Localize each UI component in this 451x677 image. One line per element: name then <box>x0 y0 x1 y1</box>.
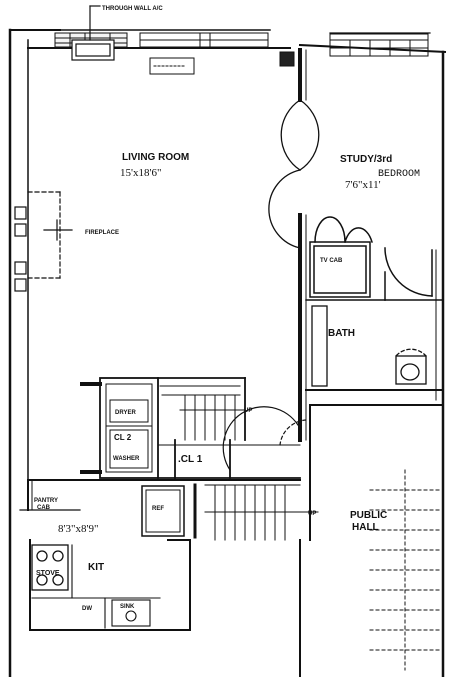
labels: THROUGH WALL A/C LIVING ROOM 15'x18'6" S… <box>34 6 420 612</box>
label-sink: SINK <box>120 604 135 610</box>
stove <box>31 544 69 591</box>
refrigerator <box>141 485 185 537</box>
label-kit: KIT <box>88 562 104 573</box>
laundry-closet-block <box>80 377 301 479</box>
fireplace <box>14 191 73 292</box>
label-dw: DW <box>82 606 92 612</box>
label-through-wall-ac: THROUGH WALL A/C <box>102 6 163 12</box>
kitchen-counter <box>31 544 161 629</box>
public-hall-wall <box>309 404 444 541</box>
ac-leader <box>89 5 101 41</box>
label-washer: WASHER <box>113 456 140 462</box>
stairs-up-1 <box>179 394 246 441</box>
label-dryer: DRYER <box>115 410 136 416</box>
wall-tv-cab <box>309 216 373 298</box>
bath-room <box>305 305 444 391</box>
label-up-1: UP <box>244 408 252 414</box>
label-cl2: CL 2 <box>114 433 132 442</box>
label-kit-dim: 8'3"x8'9" <box>58 523 98 535</box>
label-pantry: PANTRY <box>34 498 58 504</box>
window-3 <box>199 32 269 48</box>
wall-study-bath <box>305 247 444 301</box>
label-study: STUDY/3rd <box>340 154 392 165</box>
label-public-hall: PUBLIC <box>350 510 387 521</box>
stairs-up-2 <box>204 484 319 541</box>
label-public-hall-2: HALL <box>352 522 379 533</box>
label-up-2: UP <box>308 511 316 517</box>
door-study <box>268 99 320 249</box>
label-bath: BATH <box>328 328 355 339</box>
label-fireplace: FIREPLACE <box>85 230 119 236</box>
public-hall-stairs <box>369 469 441 671</box>
label-stove: STOVE <box>36 570 60 577</box>
label-tv-cab: TV CAB <box>320 258 343 264</box>
window-4 <box>329 33 429 57</box>
label-living-dim: 15'x18'6" <box>120 167 161 179</box>
label-cl1: .CL 1 <box>178 454 203 465</box>
exterior-wall-right <box>435 50 445 677</box>
label-living-room: LIVING ROOM <box>122 152 189 163</box>
label-ref: REF <box>152 506 164 512</box>
door-cl1 <box>222 406 307 471</box>
label-pantry-2: CAB <box>37 505 51 511</box>
ac-unit <box>71 39 115 61</box>
label-study-dim: 7'6"x11' <box>345 179 381 191</box>
label-study-2: BEDROOM <box>378 169 420 180</box>
kitchen-walls <box>19 479 301 677</box>
partition-living-study <box>279 48 307 442</box>
exterior-wall-left <box>8 28 61 677</box>
